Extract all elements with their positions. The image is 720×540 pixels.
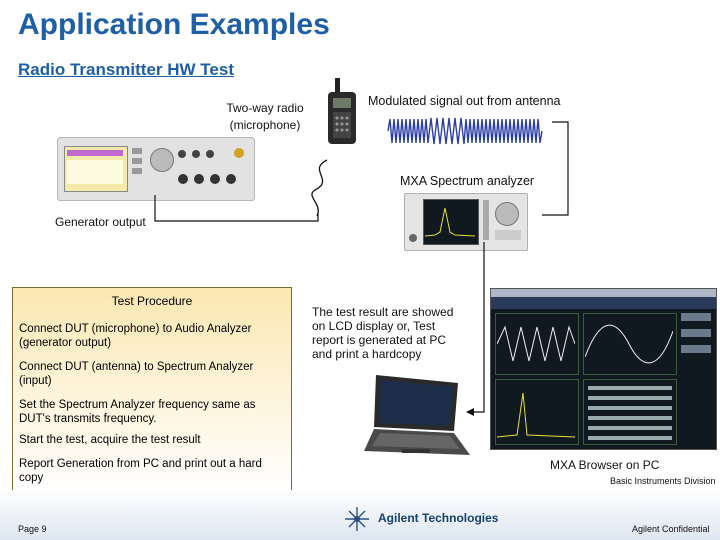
division-label: Basic Instruments Division xyxy=(610,476,716,486)
confidential-label: Agilent Confidential xyxy=(632,524,710,534)
mxa-label: MXA Spectrum analyzer xyxy=(400,174,535,188)
agilent-logo-icon xyxy=(345,507,369,531)
two-way-radio-icon xyxy=(328,78,356,144)
procedure-header: Test Procedure xyxy=(111,294,193,308)
audio-analyzer-icon xyxy=(57,137,255,201)
page-title: Application Examples xyxy=(18,8,330,41)
procedure-step: Report Generation from PC and print out … xyxy=(19,458,262,484)
modulated-signal-icon xyxy=(387,117,543,145)
procedure-step: Connect DUT (antenna) to Spectrum Analyz… xyxy=(19,361,254,387)
footer-bar xyxy=(0,490,720,540)
audio-cable-icon xyxy=(311,159,328,217)
company-name: Agilent Technologies xyxy=(378,511,499,525)
lan-cable-line xyxy=(466,242,485,416)
radio-label: Two-way radio (microphone) xyxy=(226,101,304,132)
page-subtitle: Radio Transmitter HW Test xyxy=(18,60,234,79)
rf-cable-line xyxy=(542,121,569,216)
page-number: Page 9 xyxy=(18,524,47,534)
signal-label: Modulated signal out from antenna xyxy=(368,94,561,108)
procedure-step: Set the Spectrum Analyzer frequency same… xyxy=(19,399,256,425)
generator-output-line xyxy=(154,195,319,222)
test-procedure-box: Test Procedure Connect DUT (microphone) … xyxy=(12,287,292,492)
result-text: The test result are showed on LCD displa… xyxy=(312,305,454,361)
laptop-icon xyxy=(364,375,470,455)
mxa-browser-screenshot xyxy=(490,288,717,450)
generator-label: Generator output xyxy=(55,215,146,229)
spectrum-analyzer-icon xyxy=(404,193,528,251)
browser-label: MXA Browser on PC xyxy=(550,458,660,472)
procedure-step: Connect DUT (microphone) to Audio Analyz… xyxy=(19,323,252,349)
procedure-step: Start the test, acquire the test result xyxy=(19,434,201,446)
